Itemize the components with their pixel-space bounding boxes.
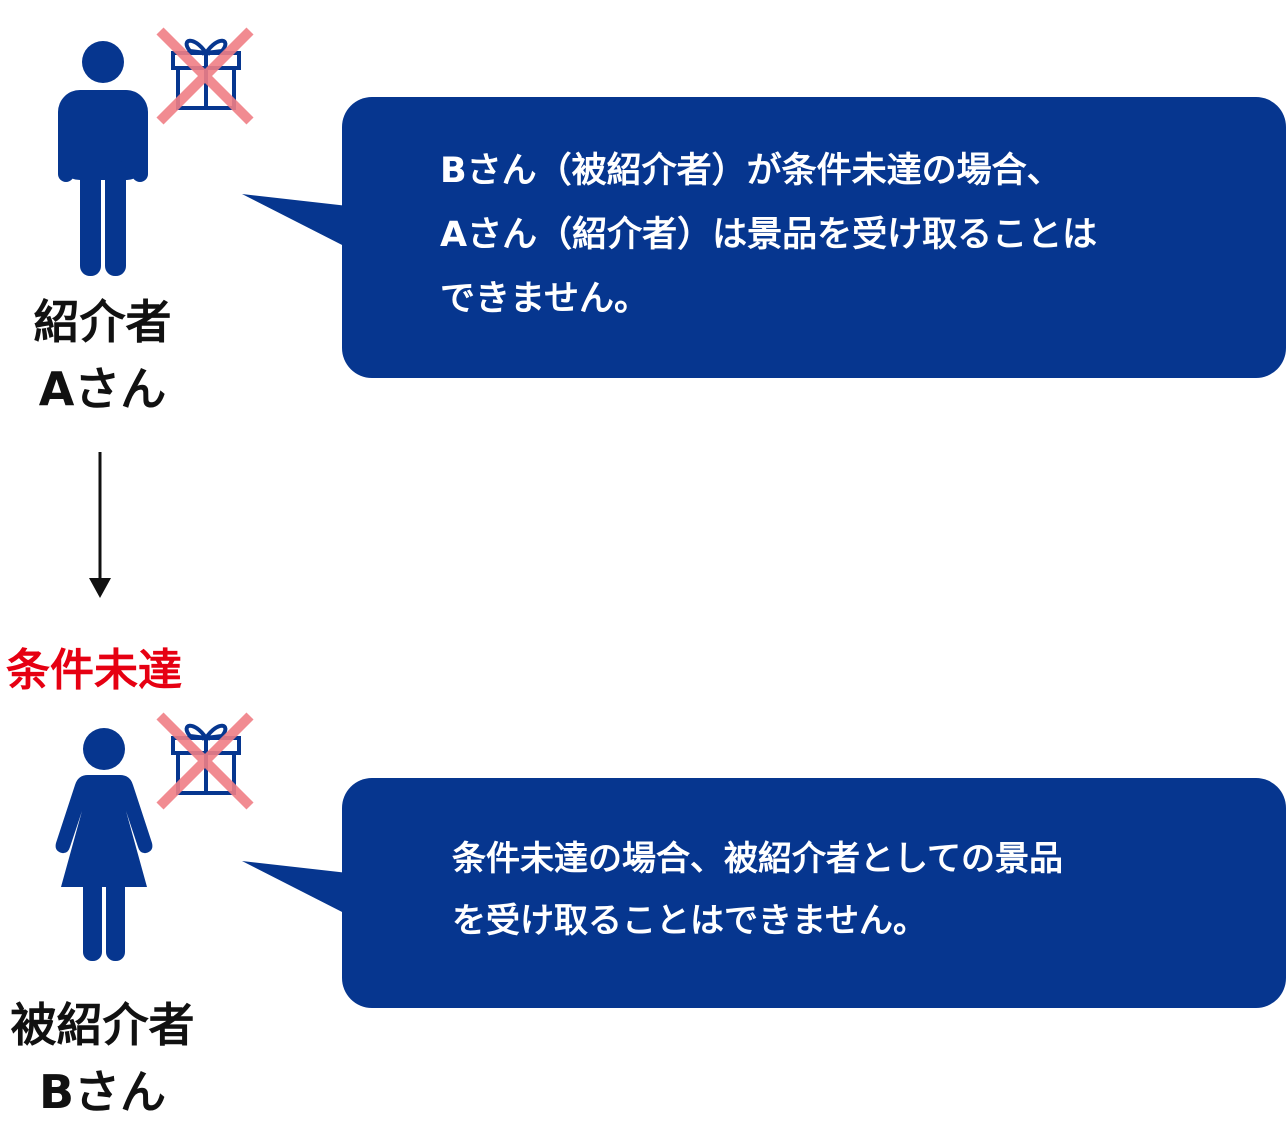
referrer-bubble-pointer [242,194,348,248]
status-label: 条件未達 [6,645,182,696]
male-person-icon [58,41,148,276]
down-arrow-icon [89,452,111,598]
referee-message-bubble: 条件未達の場合、被紹介者としての景品 を受け取ることはできません。 [342,778,1286,1008]
referee-name-label: Bさん [38,1065,167,1119]
gift-icon [156,27,254,125]
referee-message-line: 条件未達の場合、被紹介者としての景品 [452,839,1063,879]
referee-message-line: を受け取ることはできません。 [452,901,927,941]
referee-bubble-pointer [242,861,348,915]
referrer-role-label: 紹介者 [33,295,172,349]
gift-icon [156,712,254,810]
female-person-icon [55,728,153,961]
cross-mark-icon [156,27,254,125]
cross-mark-icon [156,712,254,810]
referee-role-label: 被紹介者 [10,998,195,1052]
referrer-message-line: Bさん（被紹介者）が条件未達の場合、 [440,151,1062,191]
referrer-message-bubble: Bさん（被紹介者）が条件未達の場合、 Aさん（紹介者）は景品を受け取ることは で… [342,97,1286,378]
referrer-message-line: できません。 [440,279,649,319]
referrer-name-label: Aさん [38,362,167,416]
referrer-message-line: Aさん（紹介者）は景品を受け取ることは [440,215,1098,255]
